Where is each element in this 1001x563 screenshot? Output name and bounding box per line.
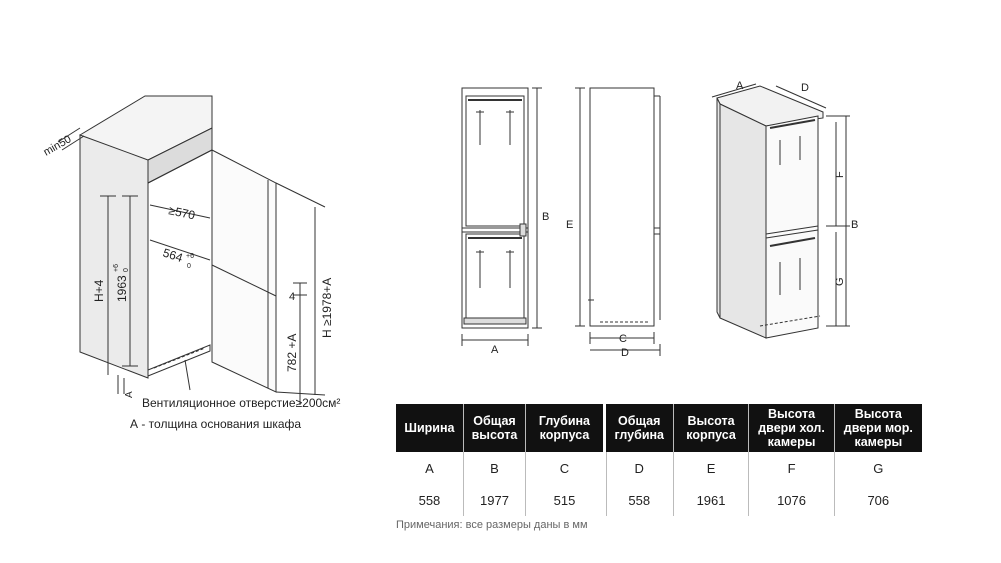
side-view-diagram bbox=[575, 87, 661, 356]
header-width: Ширина bbox=[396, 404, 464, 452]
iso-f-label: F bbox=[834, 171, 846, 178]
dim-564-tol-top: +6 bbox=[186, 253, 194, 260]
side-d-label: D bbox=[621, 347, 629, 359]
dim-h1978-label: H ≥1978+A bbox=[320, 278, 334, 338]
table-row: A B C D E F G bbox=[396, 452, 922, 484]
min50-label: min50 bbox=[42, 133, 74, 158]
iso-view-diagram bbox=[711, 83, 850, 339]
value-a: 558 bbox=[418, 492, 441, 508]
header-body-height: Высота корпуса bbox=[672, 404, 749, 452]
base-thickness-note: А - толщина основания шкафа bbox=[130, 417, 301, 431]
dim-h4-label: H+4 bbox=[92, 279, 106, 302]
letter-f: F bbox=[748, 452, 835, 484]
dimensions-table: Ширина Общая высота Глубина корпуса Обща… bbox=[396, 404, 922, 516]
dim-4-label: 4 bbox=[289, 291, 295, 303]
front-view-diagram bbox=[461, 87, 542, 346]
footnote: Примечания: все размеры даны в мм bbox=[396, 519, 588, 531]
dim-564-label: 564 bbox=[161, 246, 185, 266]
iso-a-label: A bbox=[736, 80, 744, 92]
letter-a: A bbox=[425, 460, 434, 476]
table-row: 558 1977 515 558 1961 1076 706 bbox=[396, 484, 922, 516]
letter-e: E bbox=[672, 452, 749, 484]
value-d: 558 bbox=[602, 484, 674, 516]
dim-1963-tol-bot: 0 bbox=[123, 268, 130, 272]
header-fridge-door-height: Высота двери хол. камеры bbox=[748, 404, 835, 452]
vent-note: Вентиляционное отверстие≥200см² bbox=[142, 396, 340, 410]
installation-diagram bbox=[57, 95, 326, 405]
dim-1963-label: 1963 bbox=[115, 275, 129, 302]
table-header-row: Ширина Общая высота Глубина корпуса Обща… bbox=[396, 404, 922, 452]
header-total-depth: Общая глубина bbox=[602, 404, 674, 452]
front-a-label: A bbox=[491, 344, 499, 356]
dim-570-label: ≥570 bbox=[167, 203, 196, 222]
front-b-label: B bbox=[542, 211, 549, 223]
iso-b-label: B bbox=[851, 219, 858, 231]
letter-g: G bbox=[833, 452, 922, 484]
value-c: 515 bbox=[525, 484, 605, 516]
value-g: 706 bbox=[833, 484, 922, 516]
dim-a-label: A bbox=[124, 391, 135, 398]
side-c-label: C bbox=[619, 333, 627, 345]
value-b: 1977 bbox=[462, 484, 526, 516]
header-total-height: Общая высота bbox=[462, 404, 526, 452]
value-f: 1076 bbox=[748, 484, 835, 516]
header-freezer-door-height: Высота двери мор. камеры bbox=[833, 404, 922, 452]
dim-782-label: 782 +A bbox=[285, 334, 299, 372]
side-e-label: E bbox=[566, 219, 573, 231]
iso-d-label: D bbox=[801, 82, 809, 94]
letter-d: D bbox=[602, 452, 674, 484]
value-e: 1961 bbox=[672, 484, 749, 516]
letter-c: C bbox=[525, 452, 605, 484]
letter-b: B bbox=[462, 452, 526, 484]
iso-g-label: G bbox=[834, 277, 846, 286]
dim-1963-tol-top: +6 bbox=[113, 264, 120, 272]
dim-564-tol-bot: 0 bbox=[187, 263, 191, 270]
header-body-depth: Глубина корпуса bbox=[525, 404, 605, 452]
